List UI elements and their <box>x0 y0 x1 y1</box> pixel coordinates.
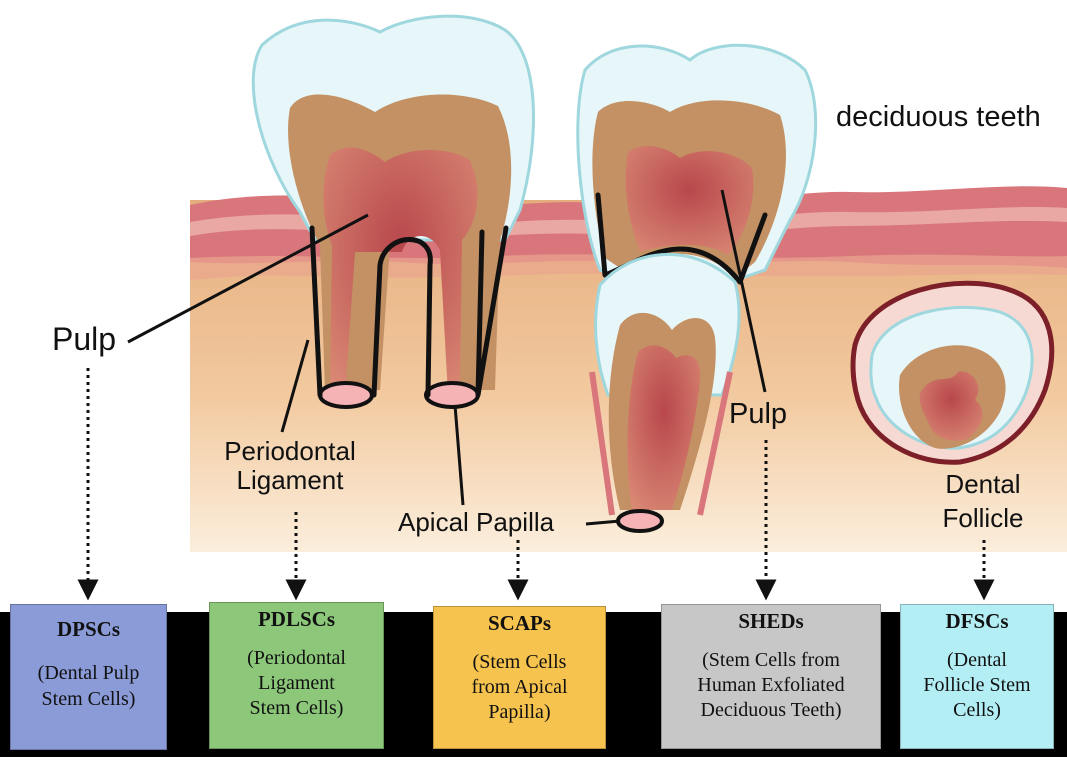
deciduous-pulp <box>626 146 754 255</box>
dpscs-line1: (Dental Pulp <box>38 662 140 684</box>
sheds-line2: Human Exfoliated <box>697 674 844 696</box>
pdlscs-line1: (Periodontal <box>247 647 346 669</box>
dfscs-line2: Follicle Stem <box>923 674 1030 696</box>
pdlscs-line2: Ligament <box>258 672 335 694</box>
dental-label-line1: Dental <box>945 469 1020 499</box>
periodontal-label-line1: Periodontal <box>224 436 356 466</box>
dpscs-title: DPSCs <box>11 617 166 642</box>
scaps-box: SCAPs (Stem Cells from Apical Papilla) <box>433 606 606 749</box>
pdlscs-description: (Periodontal Ligament Stem Cells) <box>210 646 383 721</box>
sheds-line1: (Stem Cells from <box>702 649 840 671</box>
root-apex-right <box>426 383 478 407</box>
scaps-description: (Stem Cells from Apical Papilla) <box>434 650 605 725</box>
dfscs-line1: (Dental <box>947 649 1007 671</box>
scaps-line3: Papilla) <box>488 701 550 723</box>
dental-label-line2: Follicle <box>943 503 1024 533</box>
pdlscs-line3: Stem Cells) <box>250 697 344 719</box>
scaps-line2: from Apical <box>471 676 567 698</box>
sheds-line3: Deciduous Teeth) <box>701 699 842 721</box>
scaps-line1: (Stem Cells <box>473 651 567 673</box>
pulp-right-label: Pulp <box>729 398 787 430</box>
pdlscs-box: PDLSCs (Periodontal Ligament Stem Cells) <box>209 602 384 749</box>
dpscs-box: DPSCs (Dental Pulp Stem Cells) <box>10 604 167 750</box>
dpscs-line2: Stem Cells) <box>42 688 136 710</box>
root-apex-left <box>320 383 372 407</box>
dfscs-box: DFSCs (Dental Follicle Stem Cells) <box>900 604 1054 749</box>
dfscs-title: DFSCs <box>901 609 1053 634</box>
pdlscs-title: PDLSCs <box>210 607 383 632</box>
dfscs-line3: Cells) <box>953 699 1001 721</box>
deciduous-teeth-label: deciduous teeth <box>836 101 1041 133</box>
sheds-description: (Stem Cells from Human Exfoliated Decidu… <box>662 648 880 723</box>
apical-papilla-label: Apical Papilla <box>398 508 554 537</box>
dental-follicle-label: Dental Follicle <box>924 468 1042 536</box>
dfscs-description: (Dental Follicle Stem Cells) <box>901 648 1053 723</box>
dpscs-description: (Dental Pulp Stem Cells) <box>11 660 166 712</box>
periodontal-ligament-label: Periodontal Ligament <box>200 437 380 495</box>
stem-cell-boxes: DPSCs (Dental Pulp Stem Cells) PDLSCs (P… <box>0 602 1067 754</box>
sheds-box: SHEDs (Stem Cells from Human Exfoliated … <box>661 604 881 749</box>
pulp-left-label: Pulp <box>52 322 116 358</box>
sheds-title: SHEDs <box>662 609 880 634</box>
periodontal-label-line2: Ligament <box>237 465 344 495</box>
apical-papilla-opening <box>618 511 662 531</box>
scaps-title: SCAPs <box>434 611 605 636</box>
